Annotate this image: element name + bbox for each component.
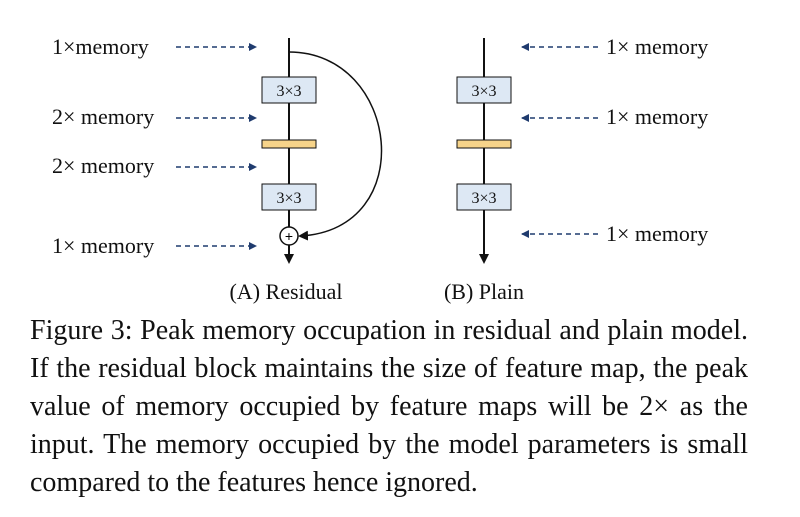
plain-memory-label-3: 1× memory xyxy=(606,221,708,246)
plain-memory-label-1: 1× memory xyxy=(606,34,708,59)
residual-add-symbol: + xyxy=(285,228,293,244)
plain-conv1-label: 3×3 xyxy=(471,83,496,100)
residual-skip-connection xyxy=(288,51,383,241)
plain-memory-label-2: 1× memory xyxy=(606,104,708,129)
plain-block: 3×3 3×3 1× memory 1× memory 1× memory (B… xyxy=(444,34,708,304)
memory-diagram: 3×3 3×3 + 1×memory 2× memory 2× memory 1… xyxy=(52,34,708,304)
residual-memory-label-3: 2× memory xyxy=(52,153,154,178)
plain-title: (B) Plain xyxy=(444,279,524,304)
residual-conv1-label: 3×3 xyxy=(276,83,301,100)
plain-bn-bar xyxy=(456,139,512,149)
residual-conv2-box xyxy=(261,183,317,211)
residual-memory-label-2: 2× memory xyxy=(52,104,154,129)
residual-conv2-label: 3×3 xyxy=(276,190,301,207)
residual-add-circle xyxy=(279,226,299,246)
residual-conv1-box xyxy=(261,76,317,104)
residual-memory-label-1: 1×memory xyxy=(52,34,149,59)
plain-conv1-box xyxy=(456,76,512,104)
residual-bn-bar xyxy=(261,139,317,149)
figure-caption-text: Figure 3: Peak memory occupation in resi… xyxy=(30,315,748,498)
plain-conv2-box xyxy=(456,183,512,211)
residual-title: (A) Residual xyxy=(229,279,342,304)
plain-conv2-label: 3×3 xyxy=(471,190,496,207)
figure-caption: Figure 3: Peak memory occupation in resi… xyxy=(30,312,748,502)
residual-memory-label-4: 1× memory xyxy=(52,233,154,258)
residual-block: 3×3 3×3 + 1×memory 2× memory 2× memory 1… xyxy=(52,34,383,304)
